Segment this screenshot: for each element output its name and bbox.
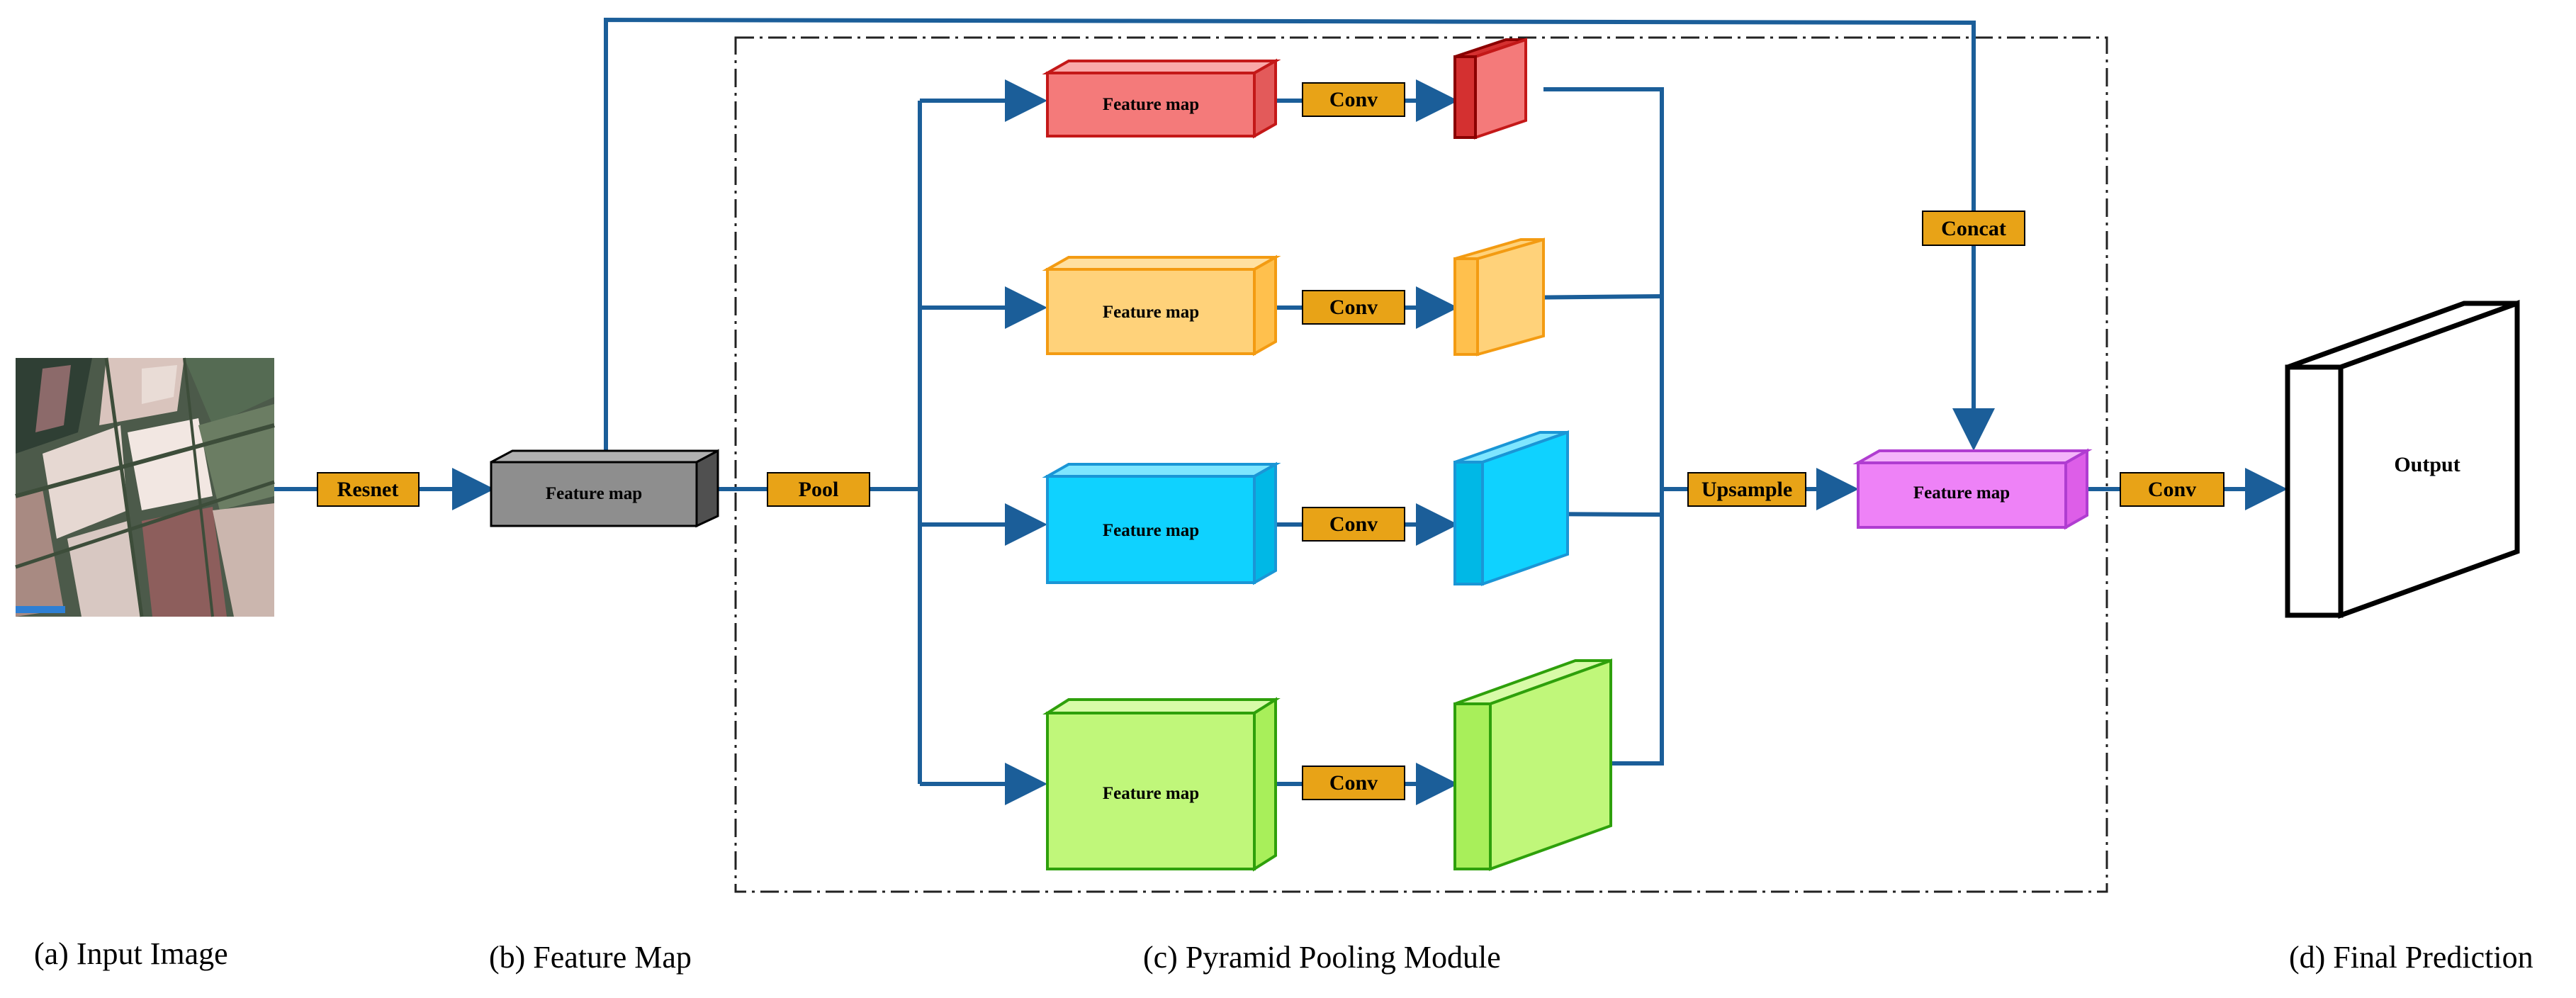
conv-label-2: Conv	[1329, 296, 1378, 319]
final-conv-op: Conv	[2120, 472, 2225, 507]
resnet-label: Resnet	[337, 478, 399, 501]
caption-ppm: (c) Pyramid Pooling Module	[1143, 940, 1501, 975]
branch-1-label: Feature map	[1103, 95, 1199, 114]
branch-3-feature-map: Feature map	[1042, 461, 1281, 585]
branch-4-label: Feature map	[1103, 784, 1199, 803]
conv-op-1: Conv	[1302, 82, 1405, 117]
branch-2-label: Feature map	[1103, 303, 1199, 322]
caption-feature: (b) Feature Map	[489, 940, 692, 975]
concat-label: Concat	[1941, 217, 2006, 240]
conv-label-1: Conv	[1329, 88, 1378, 111]
branch-1-pooled	[1453, 38, 1527, 140]
backbone-feature-map: Feature map	[490, 449, 719, 528]
branch-1-feature-map: Feature map	[1042, 58, 1281, 139]
conv-op-4: Conv	[1302, 766, 1405, 800]
fused-feature-map-label: Feature map	[1913, 483, 2010, 503]
conv-label-4: Conv	[1329, 771, 1378, 795]
input-image	[15, 357, 275, 617]
branch-3-pooled	[1453, 430, 1569, 586]
final-conv-label: Conv	[2148, 478, 2196, 501]
branch-3-label: Feature map	[1103, 521, 1199, 540]
output-block: Output	[2285, 300, 2520, 619]
fused-feature-map: Feature map	[1852, 448, 2093, 530]
connector-lines	[274, 17, 2288, 805]
upsample-label: Upsample	[1702, 478, 1792, 501]
conv-op-3: Conv	[1302, 507, 1405, 542]
branch-4-feature-map: Feature map	[1042, 697, 1281, 872]
ppm-frame	[734, 36, 2108, 893]
output-label: Output	[2394, 453, 2460, 476]
caption-final: (d) Final Prediction	[2289, 940, 2533, 975]
concat-op: Concat	[1922, 211, 2025, 246]
branch-2-feature-map: Feature map	[1042, 254, 1281, 357]
pool-op: Pool	[767, 472, 870, 507]
conv-op-2: Conv	[1302, 290, 1405, 325]
conv-label-3: Conv	[1329, 512, 1378, 536]
resnet-op: Resnet	[317, 472, 420, 507]
branch-2-pooled	[1453, 237, 1545, 357]
upsample-op: Upsample	[1687, 472, 1806, 507]
caption-input: (a) Input Image	[34, 936, 228, 971]
backbone-feature-map-label: Feature map	[546, 484, 642, 503]
branch-4-pooled	[1453, 658, 1612, 871]
pool-label: Pool	[799, 478, 839, 501]
